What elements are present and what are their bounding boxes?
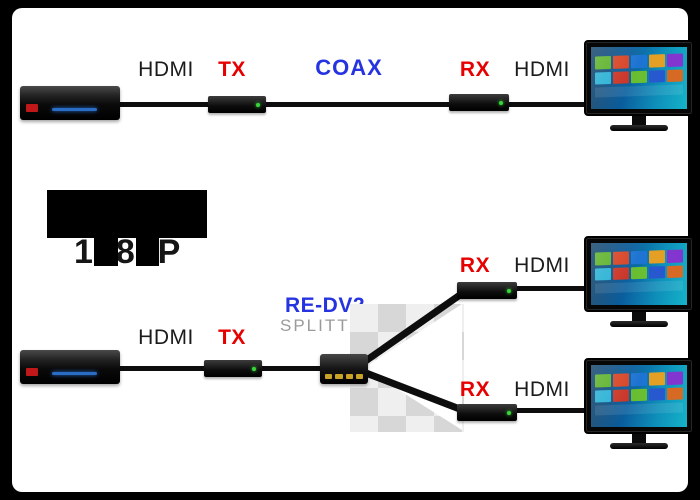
tv-stand-neck <box>632 312 646 321</box>
hdmi-rx-device-branch-bottom <box>457 404 517 421</box>
hdmi-rx-device-branch-top <box>457 282 517 299</box>
cable-rx-to-tv-branch-top <box>515 286 585 291</box>
tv-display-branch-bottom <box>584 358 694 452</box>
rx-label-branch-bottom: RX <box>459 378 491 401</box>
power-led <box>507 288 511 293</box>
coax-cable <box>262 102 452 107</box>
tv-bezel <box>584 40 694 116</box>
media-source-device-bottom <box>20 350 120 384</box>
tv-stand-base <box>610 321 668 327</box>
hdmi-label-top-display: HDMI <box>514 58 570 81</box>
cable-tx-to-splitter <box>262 366 322 371</box>
brand-badge <box>26 368 38 376</box>
brand-badge <box>26 104 38 112</box>
cable-source-to-tx-bottom <box>112 366 208 371</box>
tv-stand-neck <box>632 116 646 125</box>
tv-bezel <box>584 236 694 312</box>
front-led-strip <box>52 108 97 111</box>
power-led <box>507 410 511 415</box>
tv-screen <box>591 365 687 427</box>
hdmi-rx-device-top <box>449 94 509 111</box>
cable-rx-to-tv-branch-bottom <box>515 408 585 413</box>
power-led <box>252 366 256 371</box>
hdmi-ports <box>325 374 363 379</box>
screen-glare <box>591 365 687 427</box>
screen-glare <box>591 243 687 305</box>
rx-label-branch-top: RX <box>459 254 491 277</box>
tv-stand-neck <box>632 434 646 443</box>
hdmi-label-branch-top: HDMI <box>514 254 570 277</box>
hdmi-label-top-source: HDMI <box>138 58 194 81</box>
power-led <box>256 102 260 107</box>
tv-bezel <box>584 358 694 434</box>
hdmi-label-bottom-source: HDMI <box>138 326 194 349</box>
power-led <box>499 100 503 105</box>
tv-stand-base <box>610 443 668 449</box>
screen-glare <box>591 47 687 109</box>
tx-label-top: TX <box>218 58 246 81</box>
tx-label-bottom: TX <box>218 326 246 349</box>
media-source-device-top <box>20 86 120 120</box>
splitter-model-label: RE-DV2 <box>284 294 366 317</box>
cable-source-to-tx-top <box>112 102 212 107</box>
front-led-strip <box>52 372 97 375</box>
hdmi-tx-device-top <box>208 96 266 113</box>
cable-rx-to-tv-top <box>507 102 587 107</box>
redaction-box <box>136 236 159 266</box>
diagram-canvas: HDMI TX COAX RX HDMI <box>12 8 694 492</box>
tv-display-top <box>584 40 694 134</box>
hdmi-tx-device-bottom <box>204 360 262 377</box>
tv-screen <box>591 243 687 305</box>
redaction-box <box>94 236 118 266</box>
rx-label-top: RX <box>459 58 491 81</box>
resolution-label: 1080P <box>74 233 183 271</box>
hdmi-splitter-device <box>320 354 368 384</box>
hdmi-label-branch-bottom: HDMI <box>514 378 570 401</box>
tv-stand-base <box>610 125 668 131</box>
coax-label: COAX <box>315 55 383 80</box>
tv-display-branch-top <box>584 236 694 330</box>
redacted-title-block <box>47 190 207 238</box>
tv-screen <box>591 47 687 109</box>
